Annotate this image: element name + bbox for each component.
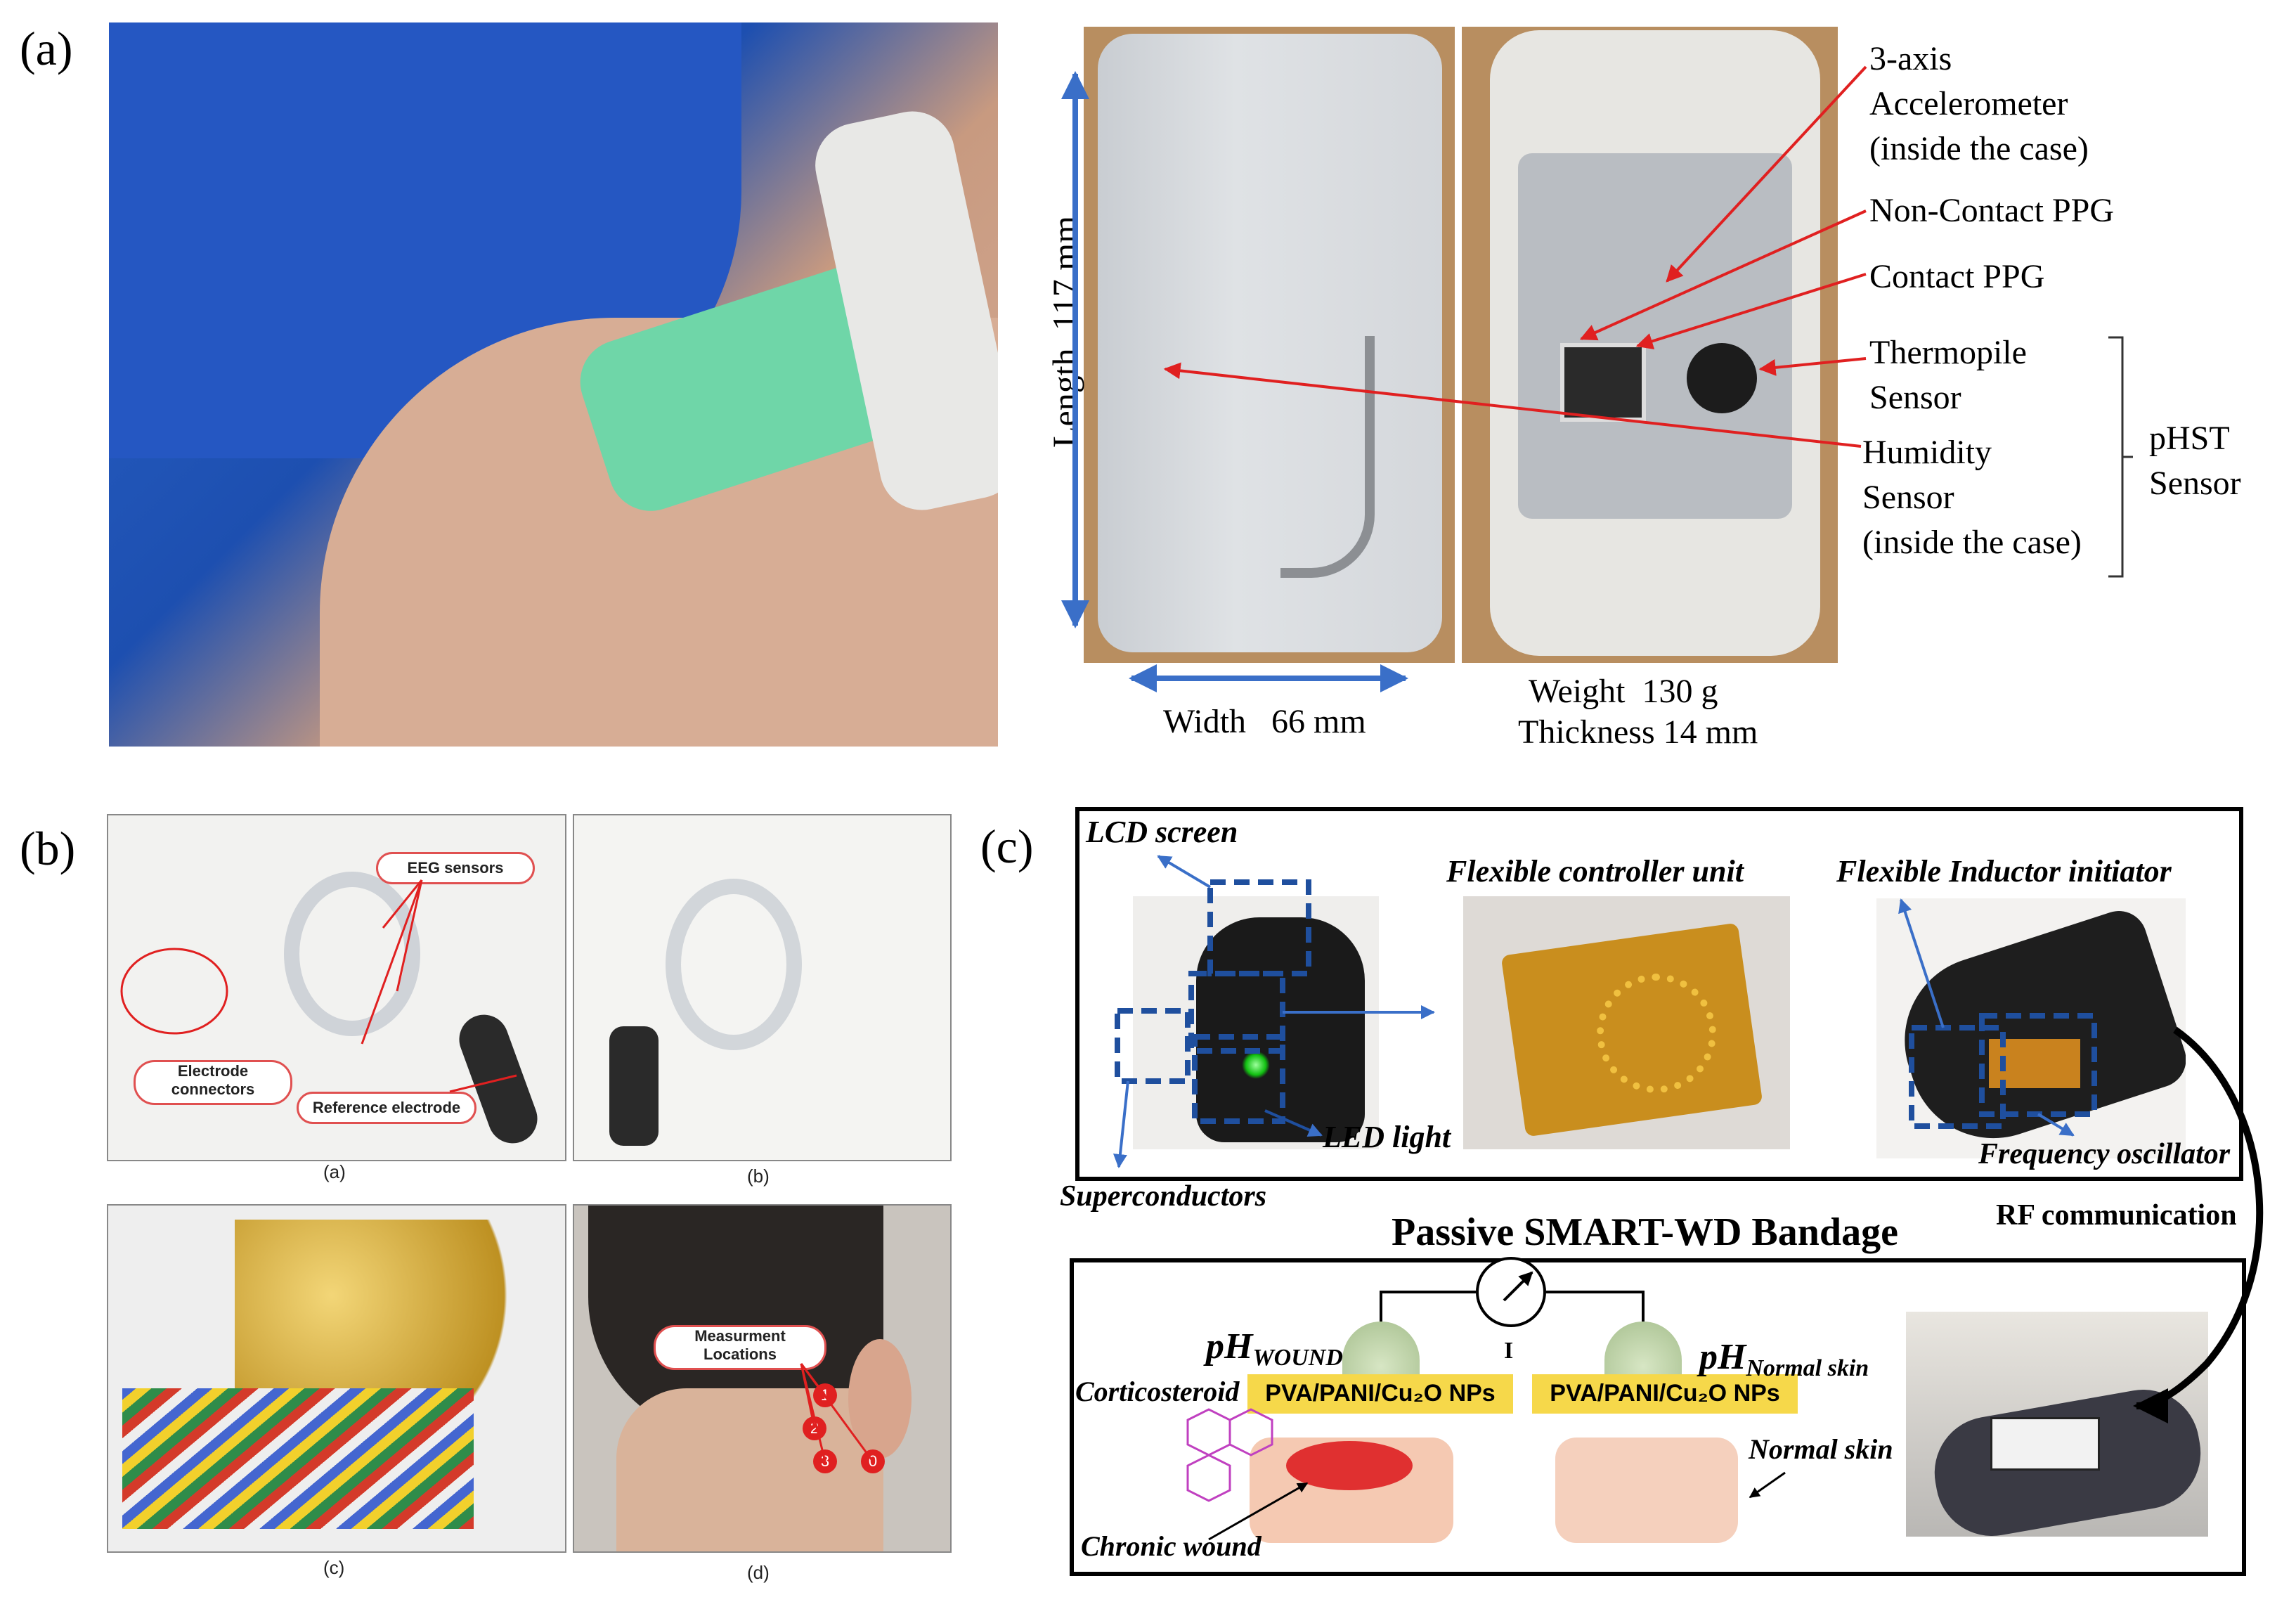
- phst-bracket: [2108, 336, 2133, 578]
- ear: [848, 1339, 912, 1459]
- sub-label-b: (b): [747, 1165, 770, 1187]
- flexible-controller-label: Flexible controller unit: [1446, 854, 1744, 889]
- accelerometer-arrow: [1666, 65, 1867, 283]
- inductor-arrow: [1898, 898, 1945, 1028]
- width-label: Width 66 mm: [1163, 703, 1366, 740]
- ph-wound-main: pH: [1206, 1326, 1253, 1367]
- led-dashed-box: [1192, 1034, 1285, 1124]
- ppg-sensor-chip: [1560, 343, 1646, 422]
- superconductor-arrow: [1113, 1080, 1129, 1168]
- rf-communication-label: RF communication: [1996, 1199, 2237, 1232]
- pva-right-label: PVA/PANI/Cu₂O NPs: [1532, 1374, 1798, 1414]
- controller-photo: [1463, 896, 1790, 1149]
- accelerometer-label: 3-axis Accelerometer (inside the case): [1869, 40, 2089, 167]
- phst-sensor-label: pHST Sensor: [2149, 420, 2241, 502]
- electrode-connectors-callout: Electrode connectors: [134, 1060, 292, 1105]
- rf-curve-arrow: [2133, 1026, 2264, 1423]
- chronic-wound-label: Chronic wound: [1081, 1530, 1261, 1562]
- colored-wires: [122, 1388, 474, 1529]
- led-glow: [1242, 1051, 1270, 1079]
- sub-label-d: (d): [747, 1562, 770, 1583]
- marker-0: 0: [861, 1449, 885, 1473]
- device-back-window: [1518, 153, 1792, 519]
- ph-normal-label: pHNormal skin: [1681, 1290, 1869, 1391]
- ammeter-needle: [1503, 1271, 1533, 1302]
- weight-label: Weight 130 g: [1529, 673, 1718, 710]
- reference-electrode-callout: Reference electrode: [297, 1092, 476, 1124]
- connector-circle: [120, 948, 228, 1035]
- sub-label-a: (a): [323, 1161, 346, 1182]
- wound-area: [1286, 1441, 1413, 1490]
- humidity-arrow: [1163, 362, 1862, 448]
- ph-normal-main: pH: [1699, 1337, 1746, 1377]
- ph-wound-label: pHWOUND: [1188, 1279, 1343, 1381]
- normal-sensor-dome: [1604, 1322, 1682, 1378]
- panel-label-c: (c): [980, 820, 1034, 873]
- ph-wound-sub: WOUND: [1252, 1345, 1343, 1371]
- measurement-line-3: [800, 1363, 826, 1462]
- ph-normal-sub: Normal skin: [1746, 1355, 1869, 1381]
- normal-skin-label: Normal skin: [1749, 1433, 1893, 1465]
- wound-sensor-dome: [1342, 1322, 1420, 1378]
- corticosteroid-molecule: [1186, 1408, 1273, 1502]
- eeg-sensors-callout: EEG sensors: [376, 852, 535, 884]
- thermopile-label: Thermopile Sensor: [1869, 334, 2027, 416]
- contact-ppg-arrow: [1635, 273, 1867, 349]
- reference-line: [449, 1074, 517, 1093]
- eeg-line-1: [382, 879, 423, 929]
- contact-ppg-label: Contact PPG: [1869, 258, 2045, 295]
- pva-left-label: PVA/PANI/Cu₂O NPs: [1247, 1374, 1513, 1414]
- bandage-title: Passive SMART-WD Bandage: [1392, 1210, 1898, 1254]
- bandage-patch: [1990, 1417, 2100, 1471]
- panel-label-a: (a): [20, 22, 73, 75]
- corticosteroid-label: Corticosteroid: [1075, 1376, 1240, 1407]
- superconductor-dashed-box: [1115, 1008, 1191, 1084]
- chronic-wound-arrow: [1208, 1482, 1309, 1541]
- eeg-photo-c: [107, 1204, 566, 1553]
- reference-clip-b: [609, 1026, 659, 1146]
- smart-glove-box: [1075, 807, 2243, 1181]
- lcd-screen-label: LCD screen: [1086, 815, 1238, 849]
- eeg-photo-d: [573, 1204, 952, 1553]
- frequency-oscillator-label: Frequency oscillator: [1978, 1138, 2231, 1170]
- eeg-photo-b: [573, 814, 952, 1161]
- pcb-ring: [1597, 974, 1716, 1093]
- device-front-photo: [1084, 27, 1455, 663]
- humidity-label: Humidity Sensor (inside the case): [1862, 434, 2082, 561]
- normal-skin-block: [1555, 1438, 1738, 1543]
- sub-label-c: (c): [323, 1557, 345, 1578]
- circuit-wire: [1380, 1291, 1645, 1322]
- lcd-arrow: [1157, 855, 1212, 889]
- panel-label-b: (b): [20, 822, 76, 875]
- eeg-line-3: [361, 879, 423, 1045]
- bandage-box: [1070, 1258, 2246, 1576]
- thermopile-sensor-dot: [1687, 343, 1757, 413]
- thickness-label: Thickness 14 mm: [1518, 713, 1758, 751]
- thermopile-arrow: [1758, 357, 1867, 376]
- bandage-photo: [1906, 1312, 2208, 1537]
- flexible-inductor-label: Flexible Inductor initiator: [1836, 854, 2172, 889]
- measurement-locations-callout: Measurment Locations: [654, 1325, 826, 1370]
- armband-photo: [109, 22, 998, 747]
- noncontact-ppg-label: Non-Contact PPG: [1869, 192, 2114, 229]
- superconductors-label: Superconductors: [1060, 1180, 1267, 1213]
- led-arrow: [1264, 1109, 1323, 1137]
- lcd-dashed-box: [1207, 879, 1311, 976]
- current-label: I: [1504, 1338, 1514, 1364]
- noncontact-ppg-arrow: [1579, 209, 1867, 341]
- oscillator-arrow: [2037, 1113, 2075, 1137]
- eeg-line-2: [396, 879, 423, 992]
- normal-skin-arrow: [1749, 1471, 1786, 1499]
- measurement-line-4: [800, 1363, 874, 1462]
- led-light-label: LED light: [1323, 1120, 1451, 1154]
- device-front-body: [1098, 34, 1442, 652]
